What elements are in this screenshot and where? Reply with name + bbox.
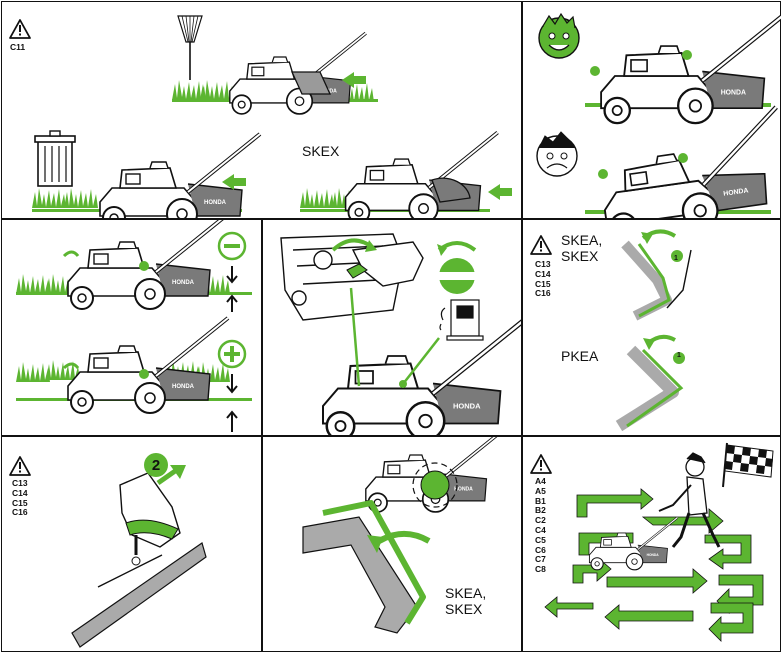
warning-codes: C11	[10, 42, 26, 52]
checkered-flag-icon	[722, 442, 774, 488]
warning-icon	[530, 235, 552, 255]
warning-codes: C13 C14 C15 C16	[535, 259, 551, 299]
step-number-2: 2	[151, 457, 161, 474]
panel-mowing-pattern: A4 A5 B1 B2 C2 C4 C5 C6 C7 C8	[523, 437, 781, 651]
trash-can-icon	[34, 130, 76, 187]
warning-codes: C13 C14 C15 C16	[12, 478, 28, 518]
fuel-pump-icon	[439, 299, 484, 341]
lawn-mower-illustration	[98, 132, 262, 218]
panel-6-illustration	[9, 453, 207, 648]
panel-mowing-modes: SKEX C11	[2, 2, 521, 218]
col-divider-2	[521, 218, 523, 651]
model-label-skex: SKEX	[302, 143, 340, 159]
panel-fuel-valve	[263, 220, 521, 435]
lawn-mower-illustration	[588, 516, 679, 571]
panel-2-illustration	[536, 2, 781, 218]
panel-1-illustration: SKEX	[9, 15, 512, 218]
plus-icon	[217, 339, 247, 432]
panel-4-illustration	[280, 233, 521, 435]
lawn-mower-illustration	[323, 321, 521, 435]
lawn-mower-illustration	[601, 14, 781, 123]
panel-cutting-height	[2, 220, 261, 435]
panel-handle-adjust-2: SKEA, SKEX	[263, 437, 521, 651]
panel-handle-lever: C13 C14 C15 C16 2	[2, 437, 261, 651]
panel-5-illustration: 1	[530, 229, 692, 432]
minus-icon	[217, 231, 247, 312]
warning-icon	[9, 19, 31, 39]
lawn-mower-illustration	[66, 316, 230, 415]
arrow-icon	[342, 72, 366, 88]
lawn-mower-illustration	[594, 107, 781, 218]
panel-handle-adjust-1: 1 C13 C14 C15 C16 SKEA, SKEX PKEA 1	[523, 220, 781, 435]
col-divider-top	[521, 1, 523, 218]
fuel-valve-icon	[437, 241, 477, 294]
row-divider-1	[1, 218, 781, 220]
panel-wheel-check	[523, 2, 781, 218]
mowing-path-arrows	[544, 488, 764, 642]
model-label-skea-skex: SKEA, SKEX	[561, 232, 603, 264]
row-divider-2	[1, 435, 781, 437]
rake-icon	[177, 15, 203, 80]
panel-8-illustration	[530, 442, 774, 642]
panel-7-illustration	[302, 437, 504, 634]
panel-3-illustration	[16, 220, 252, 432]
model-label-skea-skex: SKEA, SKEX	[445, 585, 487, 617]
warning-icon	[530, 454, 552, 474]
warning-icon	[9, 456, 31, 476]
svg-text:1: 1	[674, 255, 678, 262]
step-number-1: 1	[677, 352, 681, 359]
warning-codes: A4 A5 B1 B2 C2 C4 C5 C6 C7 C8	[535, 476, 546, 575]
lawn-mower-illustration	[343, 130, 500, 218]
happy-face-icon	[538, 12, 580, 59]
sad-face-icon	[536, 131, 578, 177]
col-divider-1	[261, 218, 263, 651]
model-label-pkea: PKEA	[561, 348, 599, 364]
